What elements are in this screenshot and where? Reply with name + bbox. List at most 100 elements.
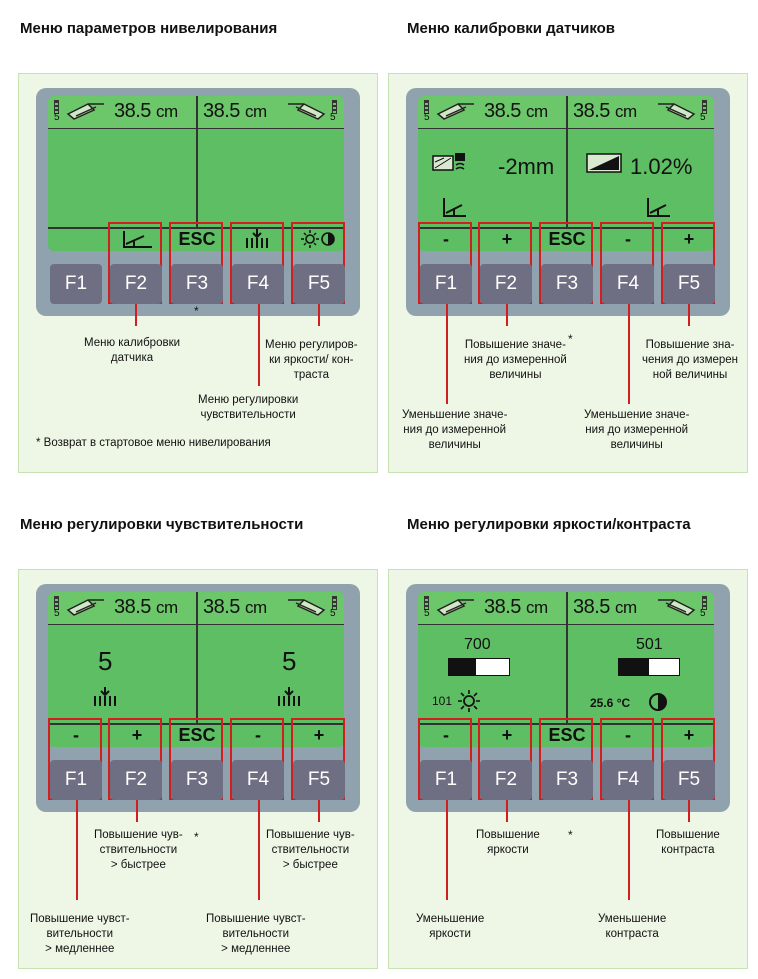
f5-button[interactable]: F5 bbox=[663, 264, 715, 304]
brightness-contrast-icon bbox=[301, 230, 335, 248]
f4-button[interactable]: F4 bbox=[602, 760, 654, 800]
softkey-minus: - bbox=[73, 725, 79, 745]
f5-button[interactable]: F5 bbox=[663, 760, 715, 800]
sonic-sensor-icon bbox=[432, 153, 465, 171]
softkey-plus: + bbox=[683, 725, 695, 745]
panel-brightness-menu: Меню регулировки яркости/контраста 5 38.… bbox=[370, 496, 750, 979]
calibration-icon bbox=[123, 231, 152, 248]
panel-calibration-menu: Меню калибровки датчиков 5 38.5 cm 38.5 … bbox=[370, 0, 750, 490]
f2-button[interactable]: F2 bbox=[480, 760, 532, 800]
height-right: 38.5 cm bbox=[573, 100, 637, 122]
note-decrease-right: Уменьшение значе- ния до измеренной вели… bbox=[584, 409, 690, 451]
brightness-meter bbox=[448, 658, 510, 676]
level-number: 5 bbox=[424, 608, 430, 619]
softkey-esc-label: ESC bbox=[178, 725, 216, 745]
level-bar-icon bbox=[702, 100, 707, 114]
height-left: 38.5 cm bbox=[114, 100, 178, 122]
f2-button[interactable]: F2 bbox=[480, 264, 532, 304]
slope-sensor-icon bbox=[586, 153, 622, 173]
f4-button[interactable]: F4 bbox=[602, 264, 654, 304]
softkey-plus: + bbox=[313, 725, 325, 745]
f3-button[interactable]: F3 bbox=[171, 264, 223, 304]
note-increase-right: Повышение чув- ствительности > быстрее bbox=[266, 829, 355, 871]
note-increase-left: Повышение чув- ствительности > быстрее bbox=[94, 829, 183, 871]
note-decrease-contrast: Уменьшение контраста bbox=[598, 913, 667, 940]
esc-star: * bbox=[568, 332, 573, 346]
sensitivity-icon bbox=[246, 229, 268, 248]
softkey-minus: - bbox=[625, 229, 631, 249]
softkey-plus: + bbox=[501, 229, 513, 249]
softkey-plus: + bbox=[131, 725, 143, 745]
f3-button[interactable]: F3 bbox=[541, 264, 593, 304]
brightness-meter-fill bbox=[449, 659, 476, 675]
height-left: 38.5 cm bbox=[484, 100, 548, 122]
note-increase-contrast: Повышение контраста bbox=[656, 829, 720, 856]
level-number: 5 bbox=[54, 112, 60, 123]
calibration-icon bbox=[647, 198, 670, 217]
softkey-minus: - bbox=[255, 725, 261, 745]
level-bar-icon bbox=[702, 596, 707, 610]
level-bar-icon bbox=[332, 596, 337, 610]
height-left: 38.5 cm bbox=[114, 596, 178, 618]
esc-star: * bbox=[194, 830, 199, 844]
sensitivity-icon bbox=[278, 687, 300, 706]
softkey-plus: + bbox=[501, 725, 513, 745]
panel-title: Меню регулировки чувствительности bbox=[20, 516, 304, 533]
level-bar-icon bbox=[424, 596, 429, 610]
f3-button[interactable]: F3 bbox=[171, 760, 223, 800]
note-decrease-left: Уменьшение значе- ния до измеренной вели… bbox=[402, 409, 508, 451]
softkey-esc-label: ESC bbox=[548, 725, 586, 745]
f5-button[interactable]: F5 bbox=[293, 760, 345, 800]
sensor-right-icon bbox=[658, 599, 696, 616]
note-brightness: Меню регулиров- ки яркости/ кон- траста bbox=[265, 339, 358, 381]
level-bar-icon bbox=[424, 100, 429, 114]
height-right: 38.5 cm bbox=[573, 596, 637, 618]
softkey-minus: - bbox=[443, 725, 449, 745]
esc-star: * bbox=[194, 304, 199, 318]
sensitivity-left-value: 5 bbox=[98, 646, 113, 676]
temperature-value: 25.6 °C bbox=[590, 696, 631, 710]
panel-sensitivity-menu: Меню регулировки чувствительности 5 38.5… bbox=[0, 496, 380, 979]
f4-button[interactable]: F4 bbox=[232, 760, 284, 800]
panel-title: Меню калибровки датчиков bbox=[407, 20, 616, 37]
sensor-right-icon bbox=[658, 103, 696, 120]
panel-title: Меню параметров нивелирования bbox=[20, 20, 278, 37]
f5-button[interactable]: F5 bbox=[293, 264, 345, 304]
note-sensitivity: Меню регулировки чувствительности bbox=[198, 394, 299, 421]
f1-button[interactable]: F1 bbox=[420, 264, 472, 304]
note-decrease-right: Повышение чувст- вительности > медленнее bbox=[206, 913, 306, 955]
f1-button[interactable]: F1 bbox=[420, 760, 472, 800]
f1-button[interactable]: F1 bbox=[50, 264, 102, 304]
f1-button[interactable]: F1 bbox=[50, 760, 102, 800]
calibration-icon bbox=[443, 198, 466, 217]
level-number: 5 bbox=[330, 608, 336, 619]
contrast-meter bbox=[618, 658, 680, 676]
softkey-esc-label: ESC bbox=[178, 229, 216, 249]
level-number: 5 bbox=[700, 608, 706, 619]
f2-button[interactable]: F2 bbox=[110, 264, 162, 304]
note-decrease-left: Повышение чувст- вительности > медленнее bbox=[30, 913, 130, 955]
softkey-minus: - bbox=[443, 229, 449, 249]
sun-icon bbox=[458, 690, 480, 712]
f4-button[interactable]: F4 bbox=[232, 264, 284, 304]
f3-button[interactable]: F3 bbox=[541, 760, 593, 800]
sensor-left-icon bbox=[436, 599, 474, 616]
sensitivity-icon bbox=[94, 687, 116, 706]
height-right: 38.5 cm bbox=[203, 100, 267, 122]
f2-button[interactable]: F2 bbox=[110, 760, 162, 800]
level-number: 5 bbox=[424, 112, 430, 123]
contrast-meter-fill bbox=[619, 659, 649, 675]
note-increase-brightness: Повышение яркости bbox=[476, 829, 540, 856]
sensor-right-icon bbox=[288, 103, 326, 120]
panel-title: Меню регулировки яркости/контраста bbox=[407, 516, 691, 533]
level-number: 5 bbox=[330, 112, 336, 123]
contrast-value: 501 bbox=[636, 636, 663, 653]
contrast-icon bbox=[649, 693, 667, 711]
level-bar-icon bbox=[54, 596, 59, 610]
sensor-left-icon bbox=[66, 103, 104, 120]
sensor-left-icon bbox=[436, 103, 474, 120]
slope-value: 1.02% bbox=[630, 154, 693, 179]
brightness-small-value: 101 bbox=[432, 694, 453, 708]
esc-star: * bbox=[568, 828, 573, 842]
panel-leveling-menu: Меню параметров нивелирования 5 38.5 cm … bbox=[0, 0, 380, 490]
